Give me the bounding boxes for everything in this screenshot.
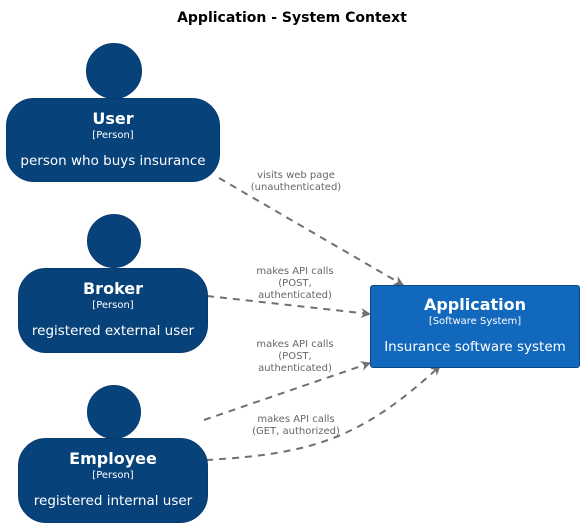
edge-label-employee-to-application-get: makes API calls (GET, authorized) bbox=[252, 414, 340, 437]
application-type: [Software System] bbox=[428, 316, 522, 327]
employee-description: registered internal user bbox=[33, 493, 193, 509]
user-name: User bbox=[92, 109, 134, 128]
application-name: Application bbox=[423, 295, 527, 314]
application-description: Insurance software system bbox=[384, 339, 566, 355]
employee-head-icon bbox=[87, 385, 141, 439]
edge-label-employee-to-application-post: makes API calls (POST, authenticated) bbox=[256, 339, 334, 374]
application-system-node[interactable]: Application [Software System] Insurance … bbox=[370, 285, 580, 368]
edge-employee-to-application-post bbox=[203, 361, 371, 421]
edge-broker-to-application bbox=[206, 295, 371, 318]
broker-person-node[interactable]: Broker [Person] registered external user bbox=[18, 268, 208, 353]
edge-user-to-application bbox=[218, 177, 404, 286]
user-head-icon bbox=[86, 43, 142, 99]
edge-label-user-to-application: visits web page (unauthenticated) bbox=[250, 170, 342, 193]
broker-name: Broker bbox=[82, 279, 144, 298]
employee-type: [Person] bbox=[92, 470, 134, 481]
broker-description: registered external user bbox=[31, 323, 195, 339]
employee-name: Employee bbox=[69, 449, 157, 468]
employee-person-node[interactable]: Employee [Person] registered internal us… bbox=[18, 438, 208, 523]
broker-head-icon bbox=[87, 214, 141, 268]
edge-label-broker-to-application: makes API calls (POST, authenticated) bbox=[256, 266, 334, 301]
broker-type: [Person] bbox=[92, 300, 134, 311]
edge-employee-to-application-get bbox=[205, 365, 441, 461]
user-description: person who buys insurance bbox=[20, 153, 206, 169]
user-type: [Person] bbox=[92, 130, 134, 141]
user-person-node[interactable]: User [Person] person who buys insurance bbox=[6, 98, 220, 182]
diagram-title: Application - System Context bbox=[177, 10, 407, 26]
